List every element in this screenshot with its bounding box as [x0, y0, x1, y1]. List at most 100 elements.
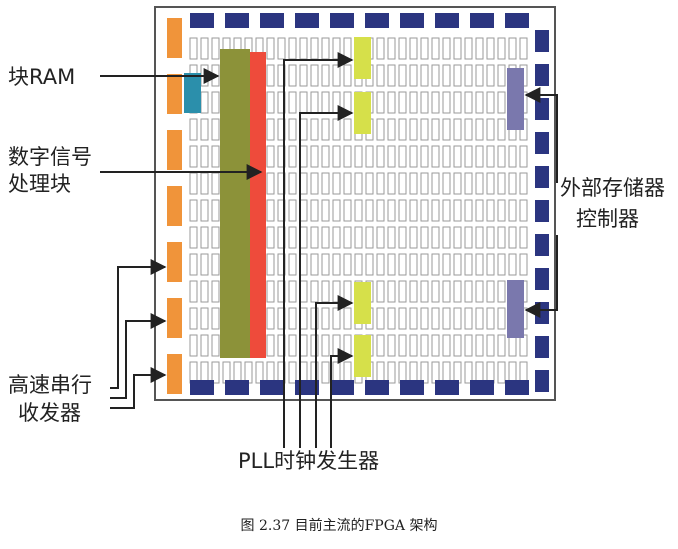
logic-cell: [332, 334, 341, 357]
logic-cell: [189, 226, 198, 249]
logic-cell: [497, 199, 506, 222]
logic-cell: [420, 253, 429, 276]
logic-cell: [475, 118, 484, 141]
logic-cell: [365, 172, 374, 195]
logic-cell: [189, 361, 198, 384]
pll-block-2: [354, 92, 371, 134]
logic-cell: [508, 145, 517, 168]
figure-caption: 图 2.37 目前主流的FPGA 架构: [241, 517, 438, 534]
logic-cell: [409, 118, 418, 141]
logic-cell: [299, 199, 308, 222]
logic-cell: [409, 172, 418, 195]
logic-cell: [189, 145, 198, 168]
logic-cell: [420, 199, 429, 222]
logic-cell: [497, 91, 506, 114]
logic-cell: [211, 37, 220, 60]
io-block: [225, 380, 249, 395]
logic-cell: [475, 37, 484, 60]
logic-cell: [332, 91, 341, 114]
logic-cell: [453, 253, 462, 276]
logic-cell: [398, 118, 407, 141]
io-block: [535, 268, 549, 290]
logic-cell: [431, 172, 440, 195]
logic-cell: [310, 91, 319, 114]
logic-cell: [464, 91, 473, 114]
logic-cell: [431, 280, 440, 303]
logic-cell: [211, 118, 220, 141]
logic-cell: [486, 37, 495, 60]
arrow-pll-1: [283, 52, 354, 448]
logic-cell: [497, 361, 506, 384]
label-transceiver-line2: 收发器: [18, 401, 81, 425]
logic-cell: [310, 280, 319, 303]
logic-cell: [244, 361, 253, 384]
logic-cell: [310, 145, 319, 168]
logic-cell: [189, 37, 198, 60]
logic-cell: [497, 172, 506, 195]
logic-cell: [475, 91, 484, 114]
io-blocks-top: [190, 13, 529, 28]
block-ram-column: [220, 49, 250, 358]
io-block: [535, 234, 549, 256]
io-block: [470, 380, 494, 395]
logic-cell: [508, 37, 517, 60]
io-block: [470, 13, 494, 28]
logic-cell: [343, 334, 352, 357]
logic-cell: [420, 361, 429, 384]
logic-cell: [442, 307, 451, 330]
logic-cell: [486, 253, 495, 276]
logic-cell: [398, 64, 407, 87]
logic-cell: [299, 91, 308, 114]
logic-cell: [420, 64, 429, 87]
logic-cell: [376, 118, 385, 141]
logic-cell: [464, 307, 473, 330]
logic-cell: [200, 91, 209, 114]
io-block: [535, 336, 549, 358]
logic-cell: [332, 145, 341, 168]
logic-cell: [321, 172, 330, 195]
logic-cell: [343, 118, 352, 141]
logic-cell: [354, 226, 363, 249]
logic-cell: [486, 172, 495, 195]
transceiver-block: [167, 74, 182, 114]
logic-cell: [310, 334, 319, 357]
logic-cell: [222, 361, 231, 384]
logic-cell: [420, 334, 429, 357]
logic-cell: [310, 253, 319, 276]
logic-cell: [453, 307, 462, 330]
logic-cell: [409, 280, 418, 303]
logic-cell: [299, 280, 308, 303]
logic-cell: [464, 361, 473, 384]
io-block: [535, 302, 549, 324]
logic-cell: [310, 37, 319, 60]
block-ram-small: [184, 73, 201, 113]
logic-cell: [387, 361, 396, 384]
logic-cell: [299, 226, 308, 249]
logic-cell: [211, 91, 220, 114]
logic-cell: [332, 37, 341, 60]
logic-cell: [486, 145, 495, 168]
logic-cell: [431, 118, 440, 141]
logic-cell: [332, 64, 341, 87]
logic-cell: [420, 145, 429, 168]
logic-cell: [442, 334, 451, 357]
logic-cell: [475, 145, 484, 168]
transceiver-block: [167, 186, 182, 226]
logic-cell: [431, 334, 440, 357]
logic-cell: [376, 37, 385, 60]
logic-cell: [442, 64, 451, 87]
io-block: [435, 380, 459, 395]
logic-cell: [200, 361, 209, 384]
logic-cell: [409, 64, 418, 87]
arrow-transceiver-2: [110, 313, 167, 399]
io-blocks-right: [535, 30, 549, 392]
logic-cell: [343, 280, 352, 303]
logic-cell: [398, 280, 407, 303]
logic-cell: [497, 280, 506, 303]
logic-cell: [497, 226, 506, 249]
io-block: [535, 30, 549, 52]
io-block: [260, 380, 284, 395]
logic-cell: [398, 91, 407, 114]
label-memory-controller-line2: 控制器: [576, 207, 639, 231]
